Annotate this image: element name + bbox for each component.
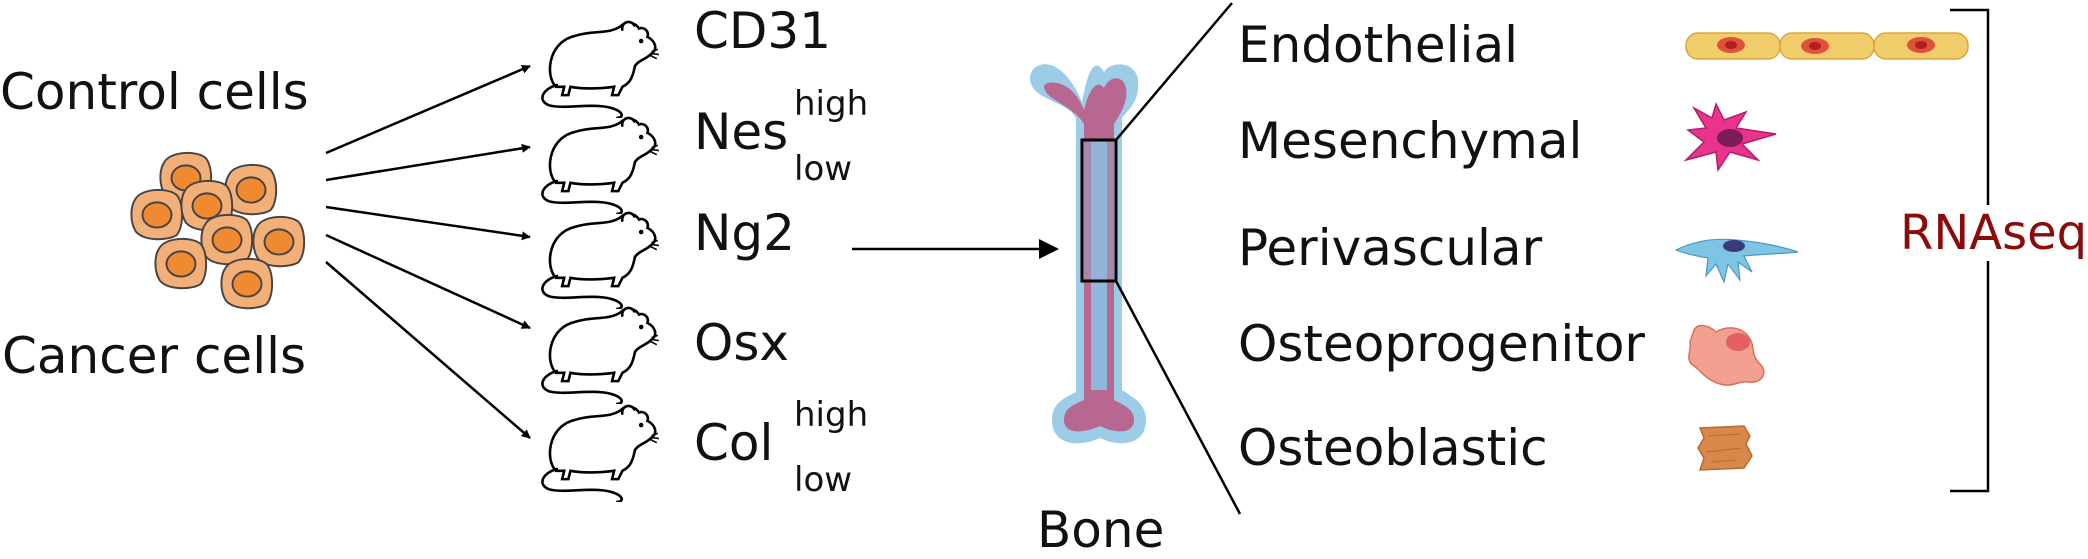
mouse-icon bbox=[541, 404, 660, 502]
marker-nes-high: high bbox=[794, 84, 869, 124]
bone-label: Bone bbox=[1037, 501, 1165, 559]
rnaseq-label: RNAseq bbox=[1900, 205, 2088, 261]
bone-icon bbox=[1030, 64, 1146, 444]
arrow-to-mouse-2 bbox=[325, 143, 531, 182]
marker-label-cd31: CD31 bbox=[694, 2, 832, 60]
mouse-icon bbox=[541, 20, 660, 118]
marker-col-low: low bbox=[794, 460, 853, 500]
zoom-line-top bbox=[1115, 2, 1233, 141]
marker-label-ng2: Ng2 bbox=[694, 204, 795, 262]
mice-column bbox=[541, 20, 660, 502]
mouse-icon bbox=[541, 116, 660, 214]
cell-type-endothelial: Endothelial bbox=[1238, 16, 1518, 74]
osteoprogenitor-cell-icon bbox=[1688, 324, 1765, 386]
arrow-to-mouse-4 bbox=[325, 233, 531, 330]
marker-label-osx: Osx bbox=[694, 314, 789, 372]
cell-type-osteoprogenitor: Osteoprogenitor bbox=[1238, 315, 1645, 373]
cancer-cells-label: Cancer cells bbox=[2, 327, 307, 385]
cell-type-perivascular: Perivascular bbox=[1238, 219, 1543, 277]
cell-type-osteoblastic: Osteoblastic bbox=[1238, 419, 1548, 477]
arrow-to-mouse-1 bbox=[325, 64, 531, 155]
marker-nes-low: low bbox=[794, 149, 853, 189]
mouse-icon bbox=[541, 211, 660, 309]
zoom-line-bottom bbox=[1114, 280, 1242, 515]
osteoblastic-cell-icon bbox=[1697, 425, 1753, 471]
cell-type-mesenchymal: Mesenchymal bbox=[1238, 112, 1583, 170]
endothelial-cell-icon bbox=[1685, 32, 1969, 60]
cell-cluster-icon bbox=[130, 151, 306, 310]
mouse-icon bbox=[541, 306, 660, 404]
arrow-to-mouse-3 bbox=[325, 205, 531, 241]
mesenchymal-cell-icon bbox=[1683, 101, 1777, 173]
arrow-to-mouse-5 bbox=[325, 261, 531, 439]
cell-to-mouse-arrows bbox=[325, 64, 531, 439]
marker-label-nes: Nes bbox=[694, 103, 789, 161]
perivascular-cell-icon bbox=[1674, 238, 1799, 284]
marker-col-high: high bbox=[794, 395, 869, 435]
marker-label-col: Col bbox=[694, 414, 774, 472]
control-cells-label: Control cells bbox=[0, 63, 309, 121]
